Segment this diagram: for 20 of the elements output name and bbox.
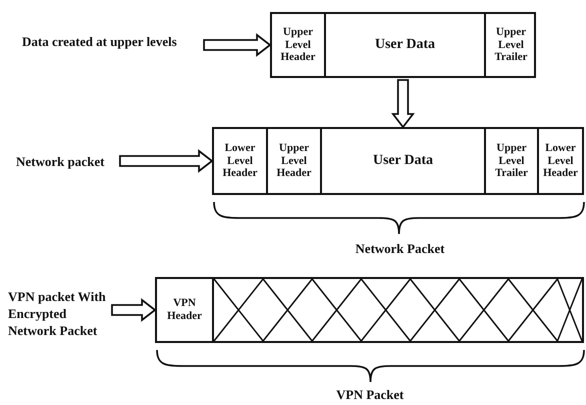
field-label: Upper Level Trailer <box>494 142 529 180</box>
field-label: Lower Level Header <box>222 142 258 180</box>
brace-caption: VPN Packet <box>336 387 404 402</box>
field-label: User Data <box>372 152 433 170</box>
packet-frame <box>212 127 584 195</box>
field-label: Upper Level Header <box>280 26 316 64</box>
block-arrow <box>203 33 272 57</box>
label-text: Network packet <box>16 154 104 169</box>
block-arrow <box>391 79 415 128</box>
packet-frame <box>270 12 536 78</box>
field-label: Upper Level Trailer <box>494 26 528 64</box>
brace-caption: Network Packet <box>355 241 445 256</box>
label-text: VPN packet With Encrypted Network Packet <box>8 289 106 338</box>
field-label: VPN Header <box>166 297 203 323</box>
label-text: Data created at upper levels <box>22 34 177 49</box>
field-label: Upper Level Header <box>276 142 312 180</box>
block-arrow <box>119 149 214 173</box>
field-label: User Data <box>374 36 435 54</box>
field-label: Lower Level Header <box>542 142 579 180</box>
block-arrow <box>111 298 156 322</box>
